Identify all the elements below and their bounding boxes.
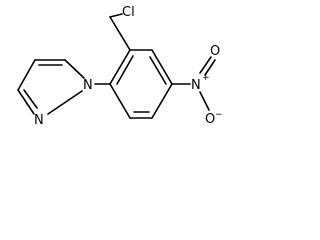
bond-nitro-n-o-top xyxy=(199,56,212,74)
bond-ring-top-right xyxy=(151,49,173,85)
pyrazole-n1-label: N xyxy=(83,78,93,93)
bond-ch2-to-cl xyxy=(109,13,123,18)
nitro-nitrogen-charge: + xyxy=(202,73,210,83)
benzene-ring xyxy=(109,49,173,119)
bond-nitro-n-o-bottom xyxy=(199,91,210,111)
pyrazole-n2-label: N xyxy=(34,113,44,128)
nitro-oxygen-charge: − xyxy=(215,110,223,120)
double-bond-ring-right xyxy=(149,56,167,85)
double-bond-pyrazole-c3-n2 xyxy=(23,89,38,109)
bond-pyrazole-c3-n2 xyxy=(17,89,35,115)
bond-pyrazole-n2-n1 xyxy=(47,90,83,115)
nitro-nitrogen-label: N xyxy=(191,78,201,93)
chemical-structure: Cl N + O O − N N xyxy=(17,5,223,128)
nitro-oxygen-top-label: O xyxy=(210,44,220,59)
pyrazole-ring xyxy=(17,59,85,115)
chlorine-atom-label: Cl xyxy=(122,5,135,20)
bond-ring-left-lower xyxy=(109,83,131,119)
bond-ring-right-lower xyxy=(151,83,173,119)
bond-ring-left-upper xyxy=(109,49,131,85)
nitro-oxygen-bottom-label: O xyxy=(205,112,215,127)
bond-pyrazole-n1-c5 xyxy=(64,59,85,79)
double-bond-ring-upper xyxy=(116,55,134,85)
bond-ring-to-ch2 xyxy=(109,16,131,51)
double-bond-nitro-n-o-top xyxy=(204,59,216,76)
bond-pyrazole-c4-c3 xyxy=(17,59,36,91)
